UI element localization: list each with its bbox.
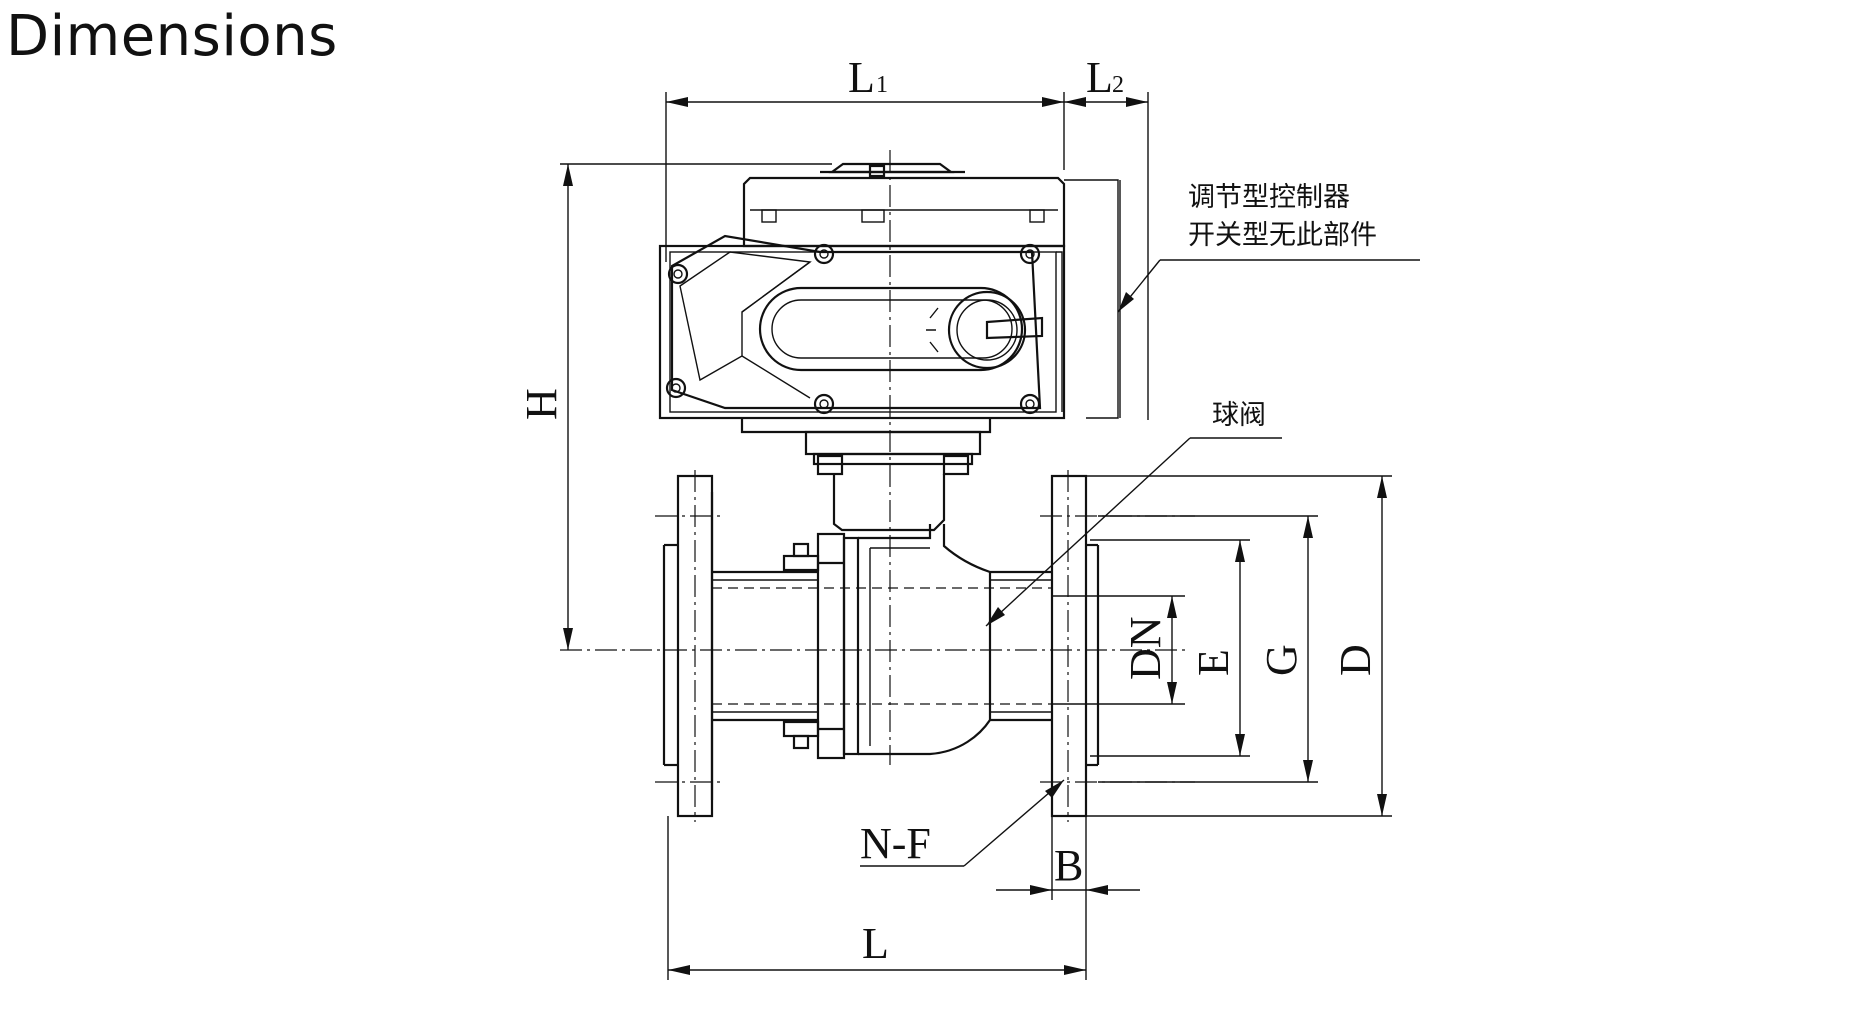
controller-note-line2: 开关型无此部件 (1188, 220, 1377, 251)
dim-label-l2: L (1086, 53, 1113, 102)
dimension-lines (560, 92, 1392, 980)
dim-label-nf: N-F (860, 819, 931, 868)
ball-valve-body (662, 474, 1100, 818)
dim-label-dn: DN (1121, 616, 1170, 680)
leader-lines (860, 259, 1420, 867)
electric-actuator (658, 162, 1066, 532)
housing-bolts (665, 243, 1041, 415)
controller-note-line1: 调节型控制器 (1188, 182, 1350, 213)
dim-label-l2-sub: 2 (1112, 72, 1124, 98)
dim-label-d: D (1331, 644, 1380, 676)
dim-label-l1: L (848, 53, 875, 102)
dim-label-l: L (862, 919, 889, 968)
dim-label-b: B (1054, 841, 1083, 890)
dim-label-h: H (517, 388, 566, 420)
dim-label-l1-sub: 1 (876, 72, 888, 98)
dim-label-e: E (1189, 649, 1238, 676)
dimension-texts: L 1 L 2 H DN E G D N-F B L (517, 53, 1380, 968)
callout-notes: 调节型控制器 开关型无此部件 球阀 (1188, 182, 1377, 431)
dim-label-g: G (1257, 644, 1306, 676)
ball-valve-note: 球阀 (1212, 400, 1266, 431)
page-title: Dimensions (6, 4, 338, 69)
centerlines (560, 150, 1195, 822)
